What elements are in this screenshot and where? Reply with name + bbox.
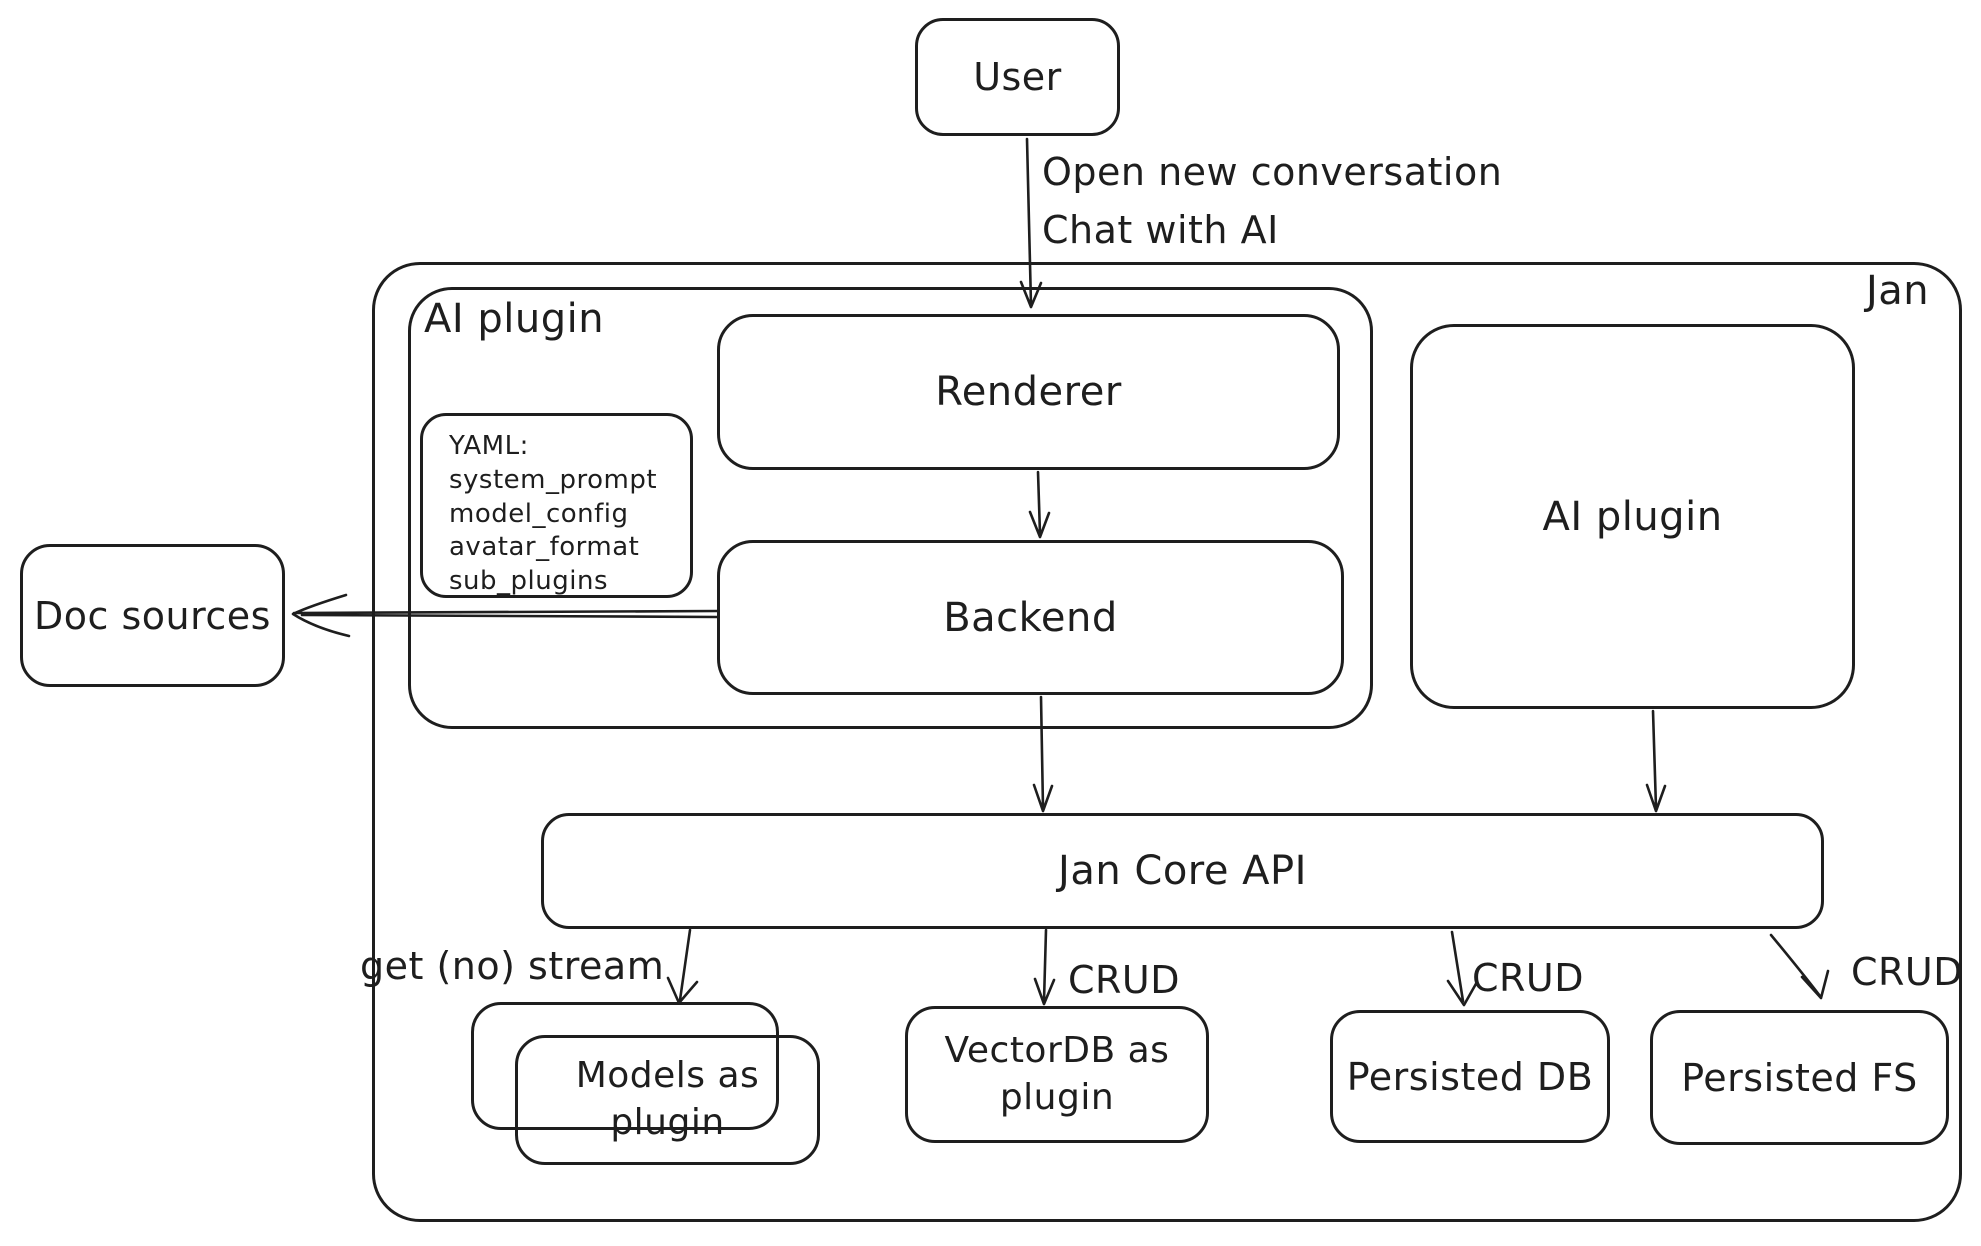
ai-plugin-node: AI plugin <box>1410 324 1855 709</box>
backend-node: Backend <box>717 540 1344 695</box>
persisted-fs-node: Persisted FS <box>1650 1010 1949 1145</box>
edge-label-crud-persisted-db: CRUD <box>1472 956 1585 1000</box>
doc-sources-node: Doc sources <box>20 544 285 687</box>
persisted-db-node-label: Persisted DB <box>1346 1054 1594 1099</box>
yaml-note: YAML: system_prompt model_config avatar_… <box>420 413 693 598</box>
vectordb-plugin-line: plugin <box>999 1076 1115 1118</box>
yaml-note-text: YAML: system_prompt model_config avatar_… <box>449 430 657 599</box>
models-plugin-back-box <box>471 1002 779 1130</box>
models-plugin-line: Models as <box>575 1055 760 1097</box>
ai-plugin-group-label: AI plugin <box>424 296 605 342</box>
persisted-db-node: Persisted DB <box>1330 1010 1610 1143</box>
yaml-line: avatar_format <box>449 532 640 563</box>
jan-core-api-node: Jan Core API <box>541 813 1824 929</box>
yaml-line: system_prompt <box>449 464 658 495</box>
backend-node-label: Backend <box>943 594 1118 641</box>
edge-label-crud-vectordb: CRUD <box>1068 958 1181 1002</box>
edge-label-crud-persisted-fs: CRUD <box>1851 950 1964 994</box>
yaml-line: YAML: <box>449 431 529 461</box>
jan-group-label: Jan <box>1866 268 1930 314</box>
edge-label-chat-with-ai: Chat with AI <box>1042 208 1279 252</box>
jan-core-api-node-label: Jan Core API <box>1058 848 1307 894</box>
vectordb-plugin-line: VectorDB as <box>944 1029 1170 1071</box>
vectordb-plugin-node: VectorDB as plugin <box>905 1006 1209 1143</box>
models-plugin-node: Models as plugin <box>515 1035 820 1165</box>
doc-sources-node-label: Doc sources <box>34 593 271 638</box>
ai-plugin-node-label: AI plugin <box>1542 493 1723 540</box>
jan-group-box <box>372 262 1962 1222</box>
models-plugin-node-label: Models as plugin <box>576 1053 760 1147</box>
persisted-fs-node-label: Persisted FS <box>1681 1055 1918 1100</box>
yaml-line: model_config <box>449 498 629 529</box>
edge-label-get-no-stream: get (no) stream <box>360 944 665 988</box>
renderer-node: Renderer <box>717 314 1340 470</box>
user-node: User <box>915 18 1120 136</box>
ai-plugin-group-box <box>408 287 1373 729</box>
renderer-node-label: Renderer <box>935 369 1122 415</box>
yaml-line: sub_plugins <box>449 566 608 597</box>
user-node-label: User <box>973 55 1062 99</box>
vectordb-plugin-node-label: VectorDB as plugin <box>945 1028 1170 1122</box>
models-plugin-line: plugin <box>610 1102 725 1143</box>
edge-label-open-new-conversation: Open new conversation <box>1042 150 1503 194</box>
